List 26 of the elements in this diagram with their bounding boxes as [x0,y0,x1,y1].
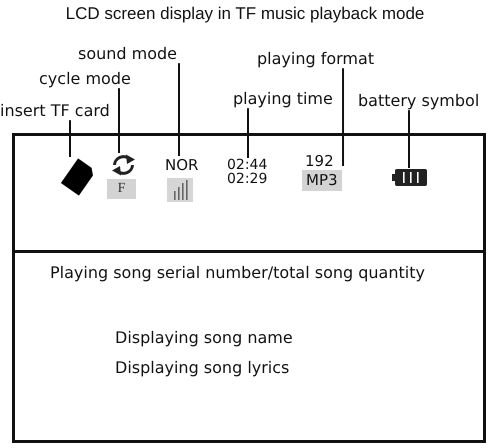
sound-mode-text: NOR [165,156,198,174]
mode-badge: F [107,179,136,199]
battery-icon [392,168,427,187]
repeat-icon [110,153,137,177]
leader-line [342,68,344,166]
callout-label: playing format [257,49,374,68]
callout-label: insert TF card [0,101,110,120]
callout-label: cycle mode [39,69,131,88]
callout-label: battery symbol [358,91,480,110]
callout-label: sound mode [78,44,178,64]
time-text: 02:44 [227,158,268,172]
time-text: 02:29 [227,172,268,186]
leader-line [69,120,71,157]
format-badge: MP3 [302,170,342,191]
screen-panel [12,253,486,443]
diagram-title: LCD screen display in TF music playback mode [64,4,426,24]
screen-panel [12,133,486,253]
display-text: Displaying song name [115,328,293,348]
leader-line [408,110,410,168]
display-text: Playing song serial number/total song quantity [50,263,425,282]
display-text: Displaying song lyrics [115,358,290,378]
callout-label: playing time [233,89,333,108]
bitrate-text: 192 [305,153,334,170]
leader-line [247,108,249,158]
leader-line [118,88,120,153]
leader-line [178,63,180,156]
